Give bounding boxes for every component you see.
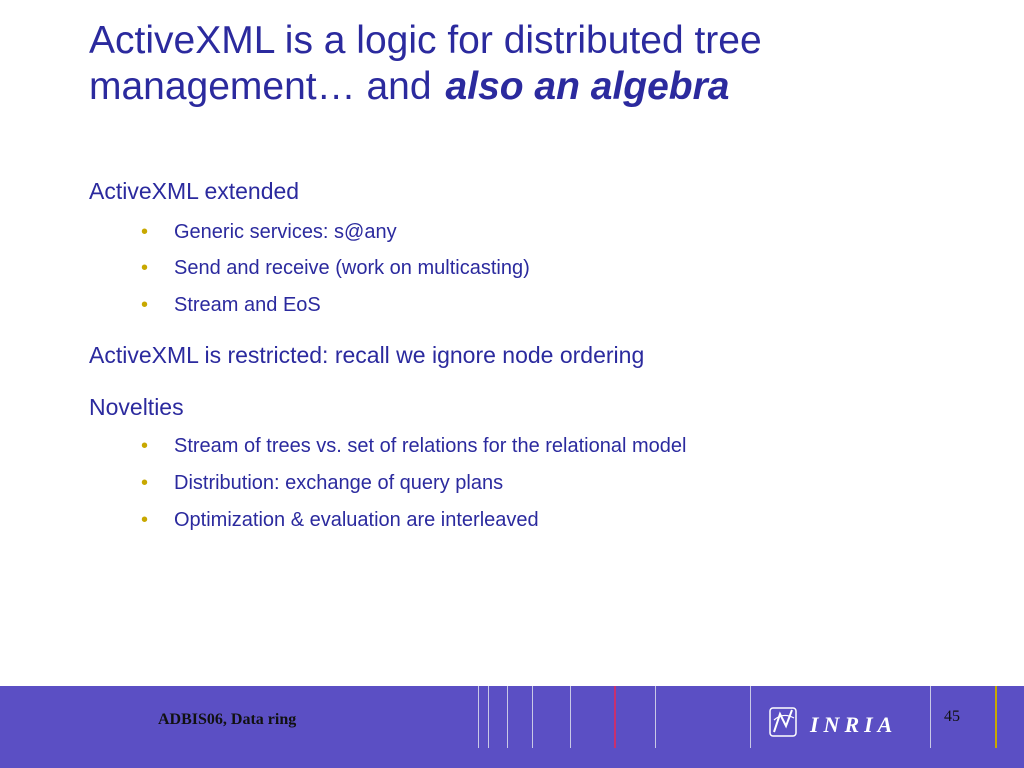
heading-activexml-extended: ActiveXML extended [89,178,300,204]
inria-logo: INRIA [769,707,897,737]
heading-novelties: Novelties [89,394,184,420]
slide-title: ActiveXML is a logic for distributed tre… [89,18,989,110]
footer-divider [478,686,479,748]
title-line-2: management… and also an algebra [89,64,989,110]
bullet-text: Optimization & evaluation are interleave… [174,509,539,531]
footer-divider [930,686,931,748]
bullet-icon: • [141,509,149,531]
bullet-text: Send and receive (work on multicasting) [174,257,530,279]
footer-divider [570,686,571,748]
footer-text: ADBIS06, Data ring [158,711,297,728]
footer-accent-divider [995,686,997,748]
bullet-icon: • [141,257,149,279]
inria-logo-text: INRIA [809,712,897,737]
bullet-text: Stream and EoS [174,294,321,316]
footer-accent-divider [614,686,616,748]
inria-logo-mark [769,707,797,737]
bullet-text: Distribution: exchange of query plans [174,472,504,494]
page-number: 45 [944,708,960,725]
bullet-text: Stream of trees vs. set of relations for… [174,435,687,457]
footer-divider [507,686,508,748]
bullet-icon: • [141,294,149,316]
footer-divider [532,686,533,748]
bullet-icon: • [141,435,149,457]
bullet-icon: • [141,221,149,243]
footer-divider [488,686,489,748]
title-emphasis: also an algebra [445,65,730,108]
heading-activexml-restricted: ActiveXML is restricted: recall we ignor… [89,342,645,368]
bullet-text: Generic services: s@any [174,221,397,243]
footer-divider [750,686,751,748]
title-line-2-text: management… and [89,65,432,108]
slide-footer: ADBIS06, Data ring INRIA 45 [0,686,1024,768]
bullet-icon: • [141,472,149,494]
footer-divider [655,686,656,748]
title-line-1: ActiveXML is a logic for distributed tre… [89,19,762,62]
